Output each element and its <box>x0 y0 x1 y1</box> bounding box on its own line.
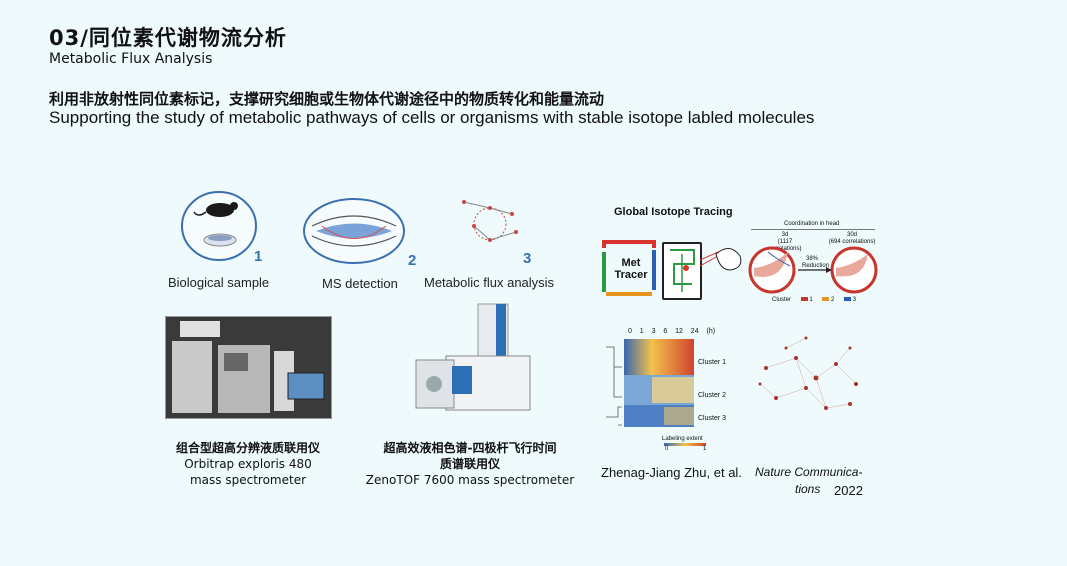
cluster-3-label-heatmap: Cluster 3 <box>698 415 727 422</box>
right-day: 30d <box>846 232 857 238</box>
left-day: 3d <box>781 232 789 238</box>
citation-journal-2: tions <box>795 482 821 496</box>
metabolic-flux-network-icon <box>462 200 518 242</box>
cluster-2-label-heatmap: Cluster 2 <box>698 392 727 399</box>
chord-diagrams <box>748 246 878 294</box>
heatmap-timepoints: 0 1 3 6 12 24 (h) <box>628 328 716 335</box>
step-label-ms-detection: MS detection <box>322 276 398 291</box>
coordination-title: Coordination in head <box>784 221 840 227</box>
orbitrap-instrument-photo <box>165 316 332 419</box>
page-title: 03/同位素代谢物流分析 <box>49 26 287 50</box>
instrument-2-title-cn-2: 质谱联用仪 <box>439 457 500 471</box>
heatmap <box>606 339 694 427</box>
instrument-1-name: Orbitrap exploris 480 <box>184 457 312 471</box>
instrument-caption-1: 组合型超高分辨液质联用仪 Orbitrap exploris 480 mass … <box>160 440 336 488</box>
description-en: Supporting the study of metabolic pathwa… <box>49 108 815 127</box>
biological-sample-icon <box>181 191 257 261</box>
step-number-2: 2 <box>408 252 417 269</box>
step-number-1: 1 <box>254 248 263 265</box>
cluster-1-swatch <box>800 297 808 301</box>
ms-detection-icon <box>303 198 405 264</box>
instrument-2-name: ZenoTOF 7600 mass spectrometer <box>365 473 575 487</box>
labeling-extent-label: Labeling extent <box>662 436 703 442</box>
description-cn: 利用非放射性同位素标记，支撑研究细胞或生物体代谢途径中的物质转化和能量流动 <box>49 90 605 108</box>
scale-min: 0 <box>665 446 669 452</box>
reduction-caption: 38% Reduction <box>802 256 830 270</box>
right-chord-caption: 30d (694 correlations) <box>828 232 876 246</box>
cluster-legend: Cluster 1 2 3 <box>772 297 856 303</box>
left-corr: (1117 correlations) <box>768 239 802 252</box>
page-subtitle: Metabolic Flux Analysis <box>49 51 213 67</box>
step-number-3: 3 <box>523 250 532 267</box>
cluster-legend-title: Cluster <box>772 297 792 303</box>
labeling-scale-bar <box>664 443 706 446</box>
zenotof-instrument-photo <box>412 300 538 418</box>
cluster-1-label: 1 <box>809 297 813 303</box>
instrument-1-type: mass spectrometer <box>189 473 307 487</box>
coordination-divider <box>751 229 875 230</box>
cluster-3-swatch <box>844 297 852 301</box>
pathway-map-thumbnail <box>662 242 702 300</box>
reduction-word: Reduction <box>802 263 830 269</box>
cluster-3-label: 3 <box>852 297 857 303</box>
step-label-metabolic-flux: Metabolic flux analysis <box>424 275 555 290</box>
instrument-2-title-cn: 超高效液相色谱-四极杆飞行时间 <box>383 441 557 455</box>
instrument-caption-2: 超高效液相色谱-四极杆飞行时间 质谱联用仪 ZenoTOF 7600 mass … <box>356 440 584 488</box>
cluster-2-swatch <box>822 297 830 301</box>
correlation-network-graph <box>758 336 858 410</box>
reduction-percent: 38% <box>805 256 818 262</box>
cluster-1-label-heatmap: Cluster 1 <box>698 359 727 366</box>
scale-max: 1 <box>703 446 707 452</box>
left-chord-caption: 3d (1117 correlations) <box>765 232 805 253</box>
step-label-biological-sample: Biological sample <box>168 275 270 290</box>
right-corr: (694 correlations) <box>828 239 876 245</box>
instrument-1-title-cn: 组合型超高分辨液质联用仪 <box>175 441 320 455</box>
figure-title: Global Isotope Tracing <box>614 206 733 218</box>
citation-authors: Zhenag-Jiang Zhu, et al. <box>601 465 742 480</box>
met-tracer-cycle-icon <box>602 240 656 296</box>
mouse-head-icon <box>700 248 742 271</box>
citation-journal-1: Nature Communica- <box>755 465 863 479</box>
cluster-2-label: 2 <box>831 297 835 303</box>
citation-year: 2022 <box>834 483 863 498</box>
met-tracer-label: Met Tracer <box>614 257 648 281</box>
